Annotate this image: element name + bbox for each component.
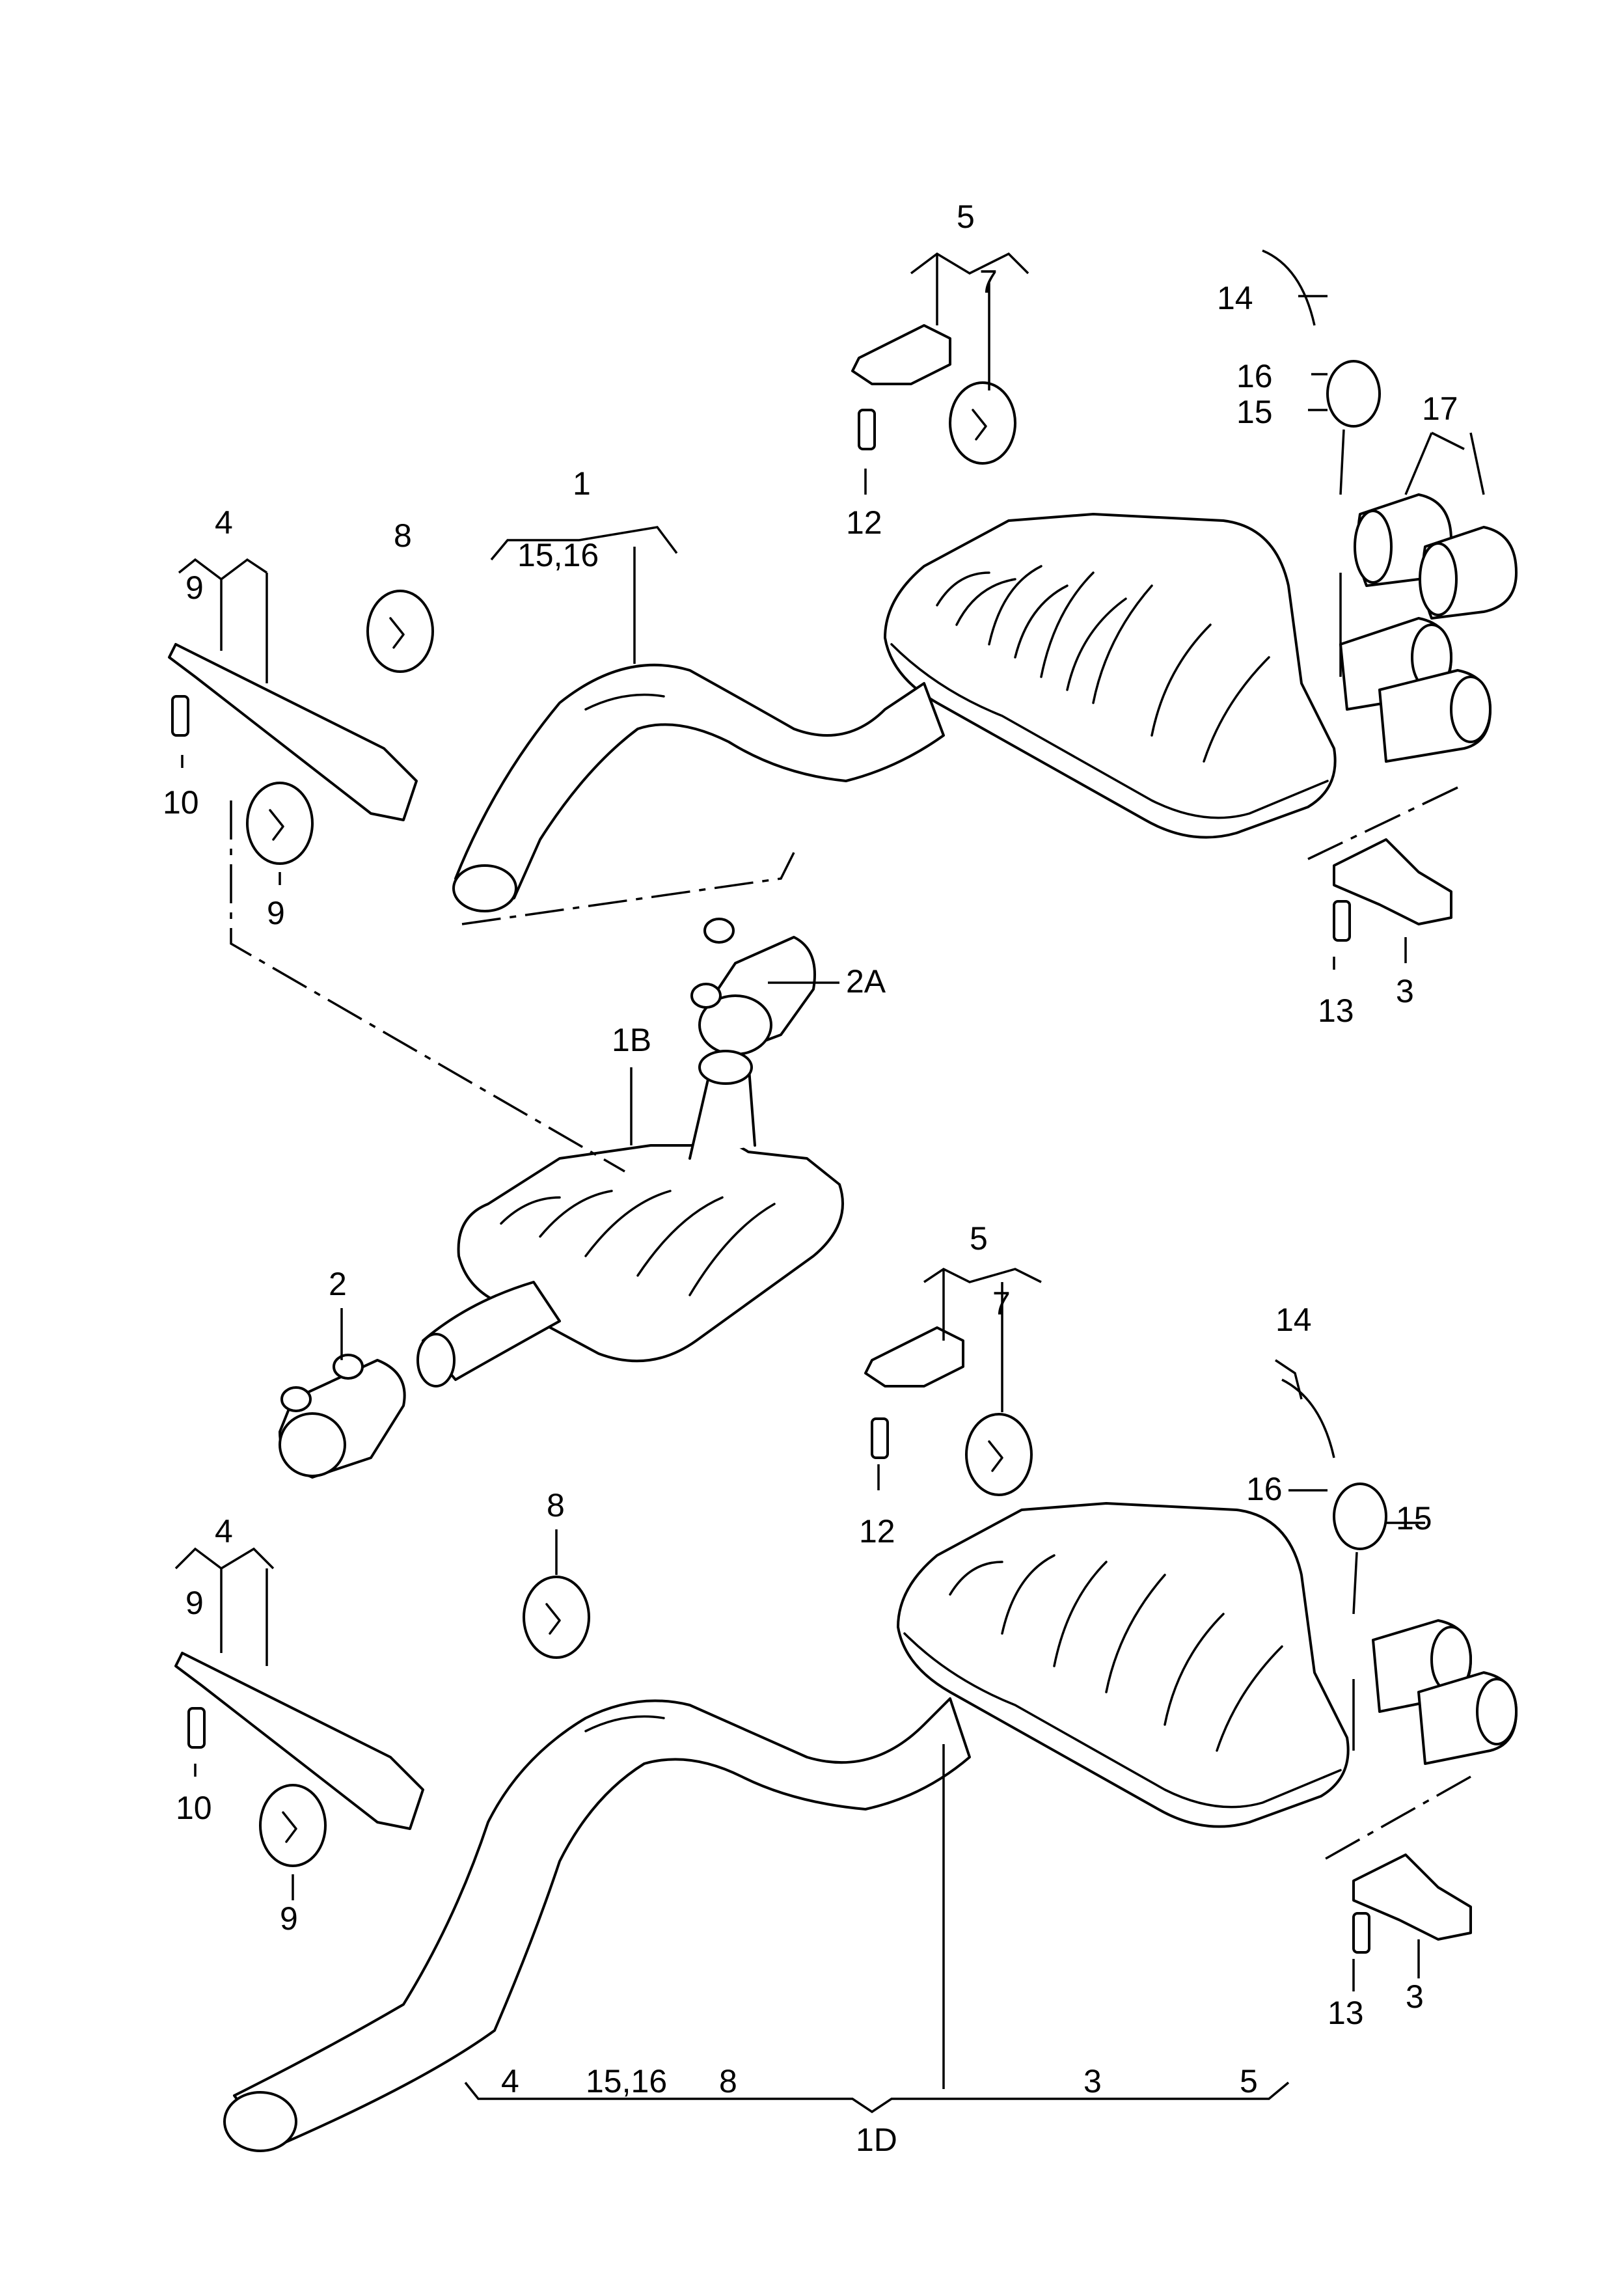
rear-muffler-bottom (897, 1502, 1350, 1828)
callout-1d-a: 4 (501, 2063, 519, 2099)
callout-12-bottom: 12 (859, 1513, 895, 1550)
callout-1d-d: 3 (1083, 2063, 1102, 2099)
callout-8-bottom: 8 (547, 1487, 565, 1524)
sensor-cable-bottom (1281, 1378, 1387, 1751)
connection-lines (230, 786, 1471, 1863)
callout-8-top: 8 (394, 517, 412, 554)
hangers-top (168, 324, 1452, 942)
callout-3-bottom: 3 (1406, 1978, 1424, 2015)
tailpipe-tips-top (1339, 617, 1492, 763)
sensor-cable-top (1262, 249, 1381, 677)
rubber-mounts-top (246, 381, 1016, 865)
callout-5-top: 5 (957, 198, 975, 235)
callout-3-top: 3 (1396, 973, 1414, 1009)
front-pipe-1d (223, 1697, 971, 2152)
callout-16-top: 16 (1236, 358, 1273, 394)
callout-1b: 1B (612, 1022, 651, 1058)
callout-labels: 4 9 10 9 8 1 15,16 5 7 12 14 16 15 17 13… (163, 198, 1458, 2158)
callout-2a: 2A (846, 963, 886, 1000)
clamp-2 (279, 1354, 406, 1479)
callout-5-bottom: 5 (970, 1220, 988, 1257)
leader-lines (174, 252, 1485, 2114)
callout-14-bottom: 14 (1275, 1302, 1312, 1338)
callout-10-top: 10 (163, 784, 199, 821)
connector-pipe-middle (416, 1281, 561, 1387)
callout-15-bottom: 15 (1396, 1500, 1432, 1537)
callout-7-top: 7 (979, 264, 998, 300)
callout-9-top-b: 9 (267, 895, 285, 931)
rubber-mounts-bottom (259, 1413, 1033, 1867)
callout-9-top-a: 9 (185, 569, 204, 606)
callout-14-top: 14 (1217, 280, 1253, 316)
callout-15-top: 15 (1236, 394, 1273, 430)
clamp-2a (690, 918, 816, 1056)
callout-7-bottom: 7 (992, 1285, 1011, 1322)
callout-4-bottom: 4 (215, 1513, 233, 1550)
tailpipe-tips-bottom (1372, 1619, 1518, 1765)
callout-9-bottom-a: 9 (185, 1585, 204, 1621)
callout-16-bottom: 16 (1246, 1471, 1283, 1507)
callout-1: 1 (573, 465, 591, 502)
center-muffler-1b (457, 1050, 844, 1363)
hangers-bottom (174, 1326, 1472, 1954)
callout-1d-b: 15,16 (586, 2063, 667, 2099)
callout-2: 2 (329, 1266, 347, 1302)
callout-1d-e: 5 (1240, 2063, 1258, 2099)
rear-muffler-top (884, 513, 1337, 839)
callout-1-sub: 15,16 (517, 537, 599, 573)
intermediate-pipe-top (452, 663, 945, 912)
callout-1d: 1D (856, 2122, 897, 2158)
callout-10-bottom: 10 (176, 1790, 212, 1826)
callout-12-top: 12 (846, 504, 882, 541)
callout-1d-c: 8 (719, 2063, 737, 2099)
callout-17: 17 (1422, 390, 1458, 427)
callout-4-top: 4 (215, 504, 233, 541)
tip-trims-17 (1354, 493, 1518, 620)
callout-13-top: 13 (1318, 992, 1354, 1029)
callout-9-bottom-b: 9 (280, 1900, 298, 1937)
callout-13-bottom: 13 (1328, 1995, 1364, 2031)
